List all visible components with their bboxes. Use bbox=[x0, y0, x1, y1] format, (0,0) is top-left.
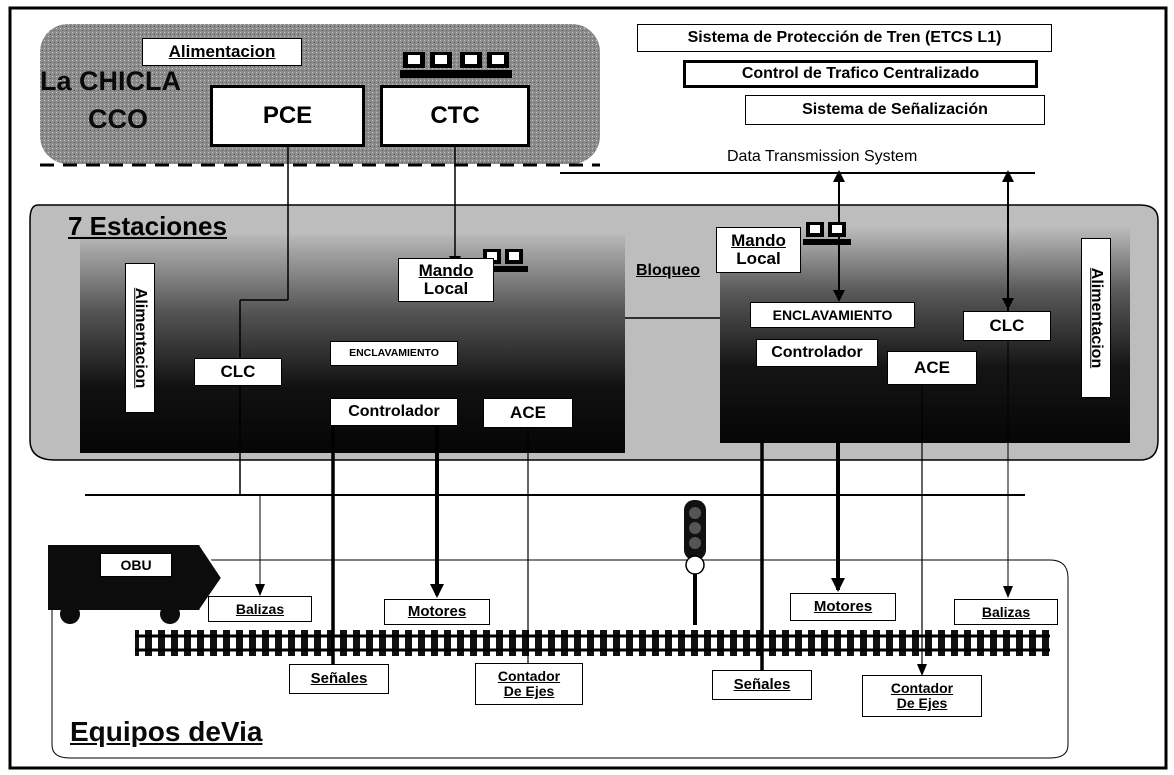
contador-right-box: Contador De Ejes bbox=[862, 675, 982, 717]
connection-lines bbox=[239, 147, 1009, 672]
left-mando-line2: Local bbox=[423, 279, 469, 298]
left-controller-box: Controlador bbox=[330, 398, 458, 426]
legend-etcs: Sistema de Protección de Tren (ETCS L1) bbox=[637, 24, 1052, 52]
left-ace-box: ACE bbox=[483, 398, 573, 428]
right-ace-box: ACE bbox=[887, 351, 977, 385]
balizas-left-box: Balizas bbox=[208, 596, 312, 622]
right-mando-local: Mando Local bbox=[716, 227, 801, 273]
contador-right-line2: De Ejes bbox=[896, 695, 948, 711]
balizas-right-box: Balizas bbox=[954, 599, 1058, 625]
right-power-label: Alimentacion bbox=[1081, 238, 1111, 398]
motores-right-box: Motores bbox=[790, 593, 896, 621]
train-body bbox=[48, 545, 222, 610]
contador-right-line1: Contador bbox=[890, 680, 954, 697]
right-clc-box: CLC bbox=[963, 311, 1051, 341]
central-name-line1: La CHICLA bbox=[40, 66, 181, 96]
ctc-box: CTC bbox=[380, 85, 530, 147]
transmission-label: Data Transmission System bbox=[727, 148, 918, 165]
contador-left-line2: De Ejes bbox=[503, 683, 555, 699]
pce-box: PCE bbox=[210, 85, 365, 147]
outer-frame bbox=[8, 6, 1168, 770]
computer-terminals-icon bbox=[400, 52, 851, 272]
senales-left-box: Señales bbox=[289, 664, 389, 694]
contador-left-line1: Contador bbox=[497, 668, 561, 685]
bloqueo-label: Bloqueo bbox=[636, 262, 700, 279]
legend-ctc: Control de Trafico Centralizado bbox=[683, 60, 1038, 88]
left-clc-box: CLC bbox=[194, 358, 282, 386]
traffic-signal-icon bbox=[684, 500, 706, 625]
central-name-line2: CCO bbox=[88, 104, 148, 134]
stations-title: 7 Estaciones bbox=[68, 211, 227, 241]
contador-left-box: Contador De Ejes bbox=[475, 663, 583, 705]
right-controller-box: Controlador bbox=[756, 339, 878, 367]
left-mando-line1: Mando bbox=[418, 261, 474, 281]
right-mando-line2: Local bbox=[736, 249, 781, 268]
left-interlocking-box: ENCLAVAMIENTO bbox=[330, 341, 458, 366]
legend-signalling-text: Sistema de Señalización bbox=[802, 100, 988, 118]
senales-right-box: Señales bbox=[712, 670, 812, 700]
motores-left-box: Motores bbox=[384, 599, 490, 625]
right-mando-line1: Mando bbox=[731, 231, 786, 251]
legend-signalling: Sistema de Señalización bbox=[745, 95, 1045, 125]
obu-box: OBU bbox=[100, 553, 172, 577]
right-interlocking-box: ENCLAVAMIENTO bbox=[750, 302, 915, 328]
track-ties bbox=[135, 630, 1050, 656]
track-title: Equipos deVia bbox=[70, 716, 263, 747]
central-power-label: Alimentacion bbox=[142, 38, 302, 66]
left-mando-local: Mando Local bbox=[398, 258, 494, 302]
left-power-label: Alimentacion bbox=[125, 263, 155, 413]
